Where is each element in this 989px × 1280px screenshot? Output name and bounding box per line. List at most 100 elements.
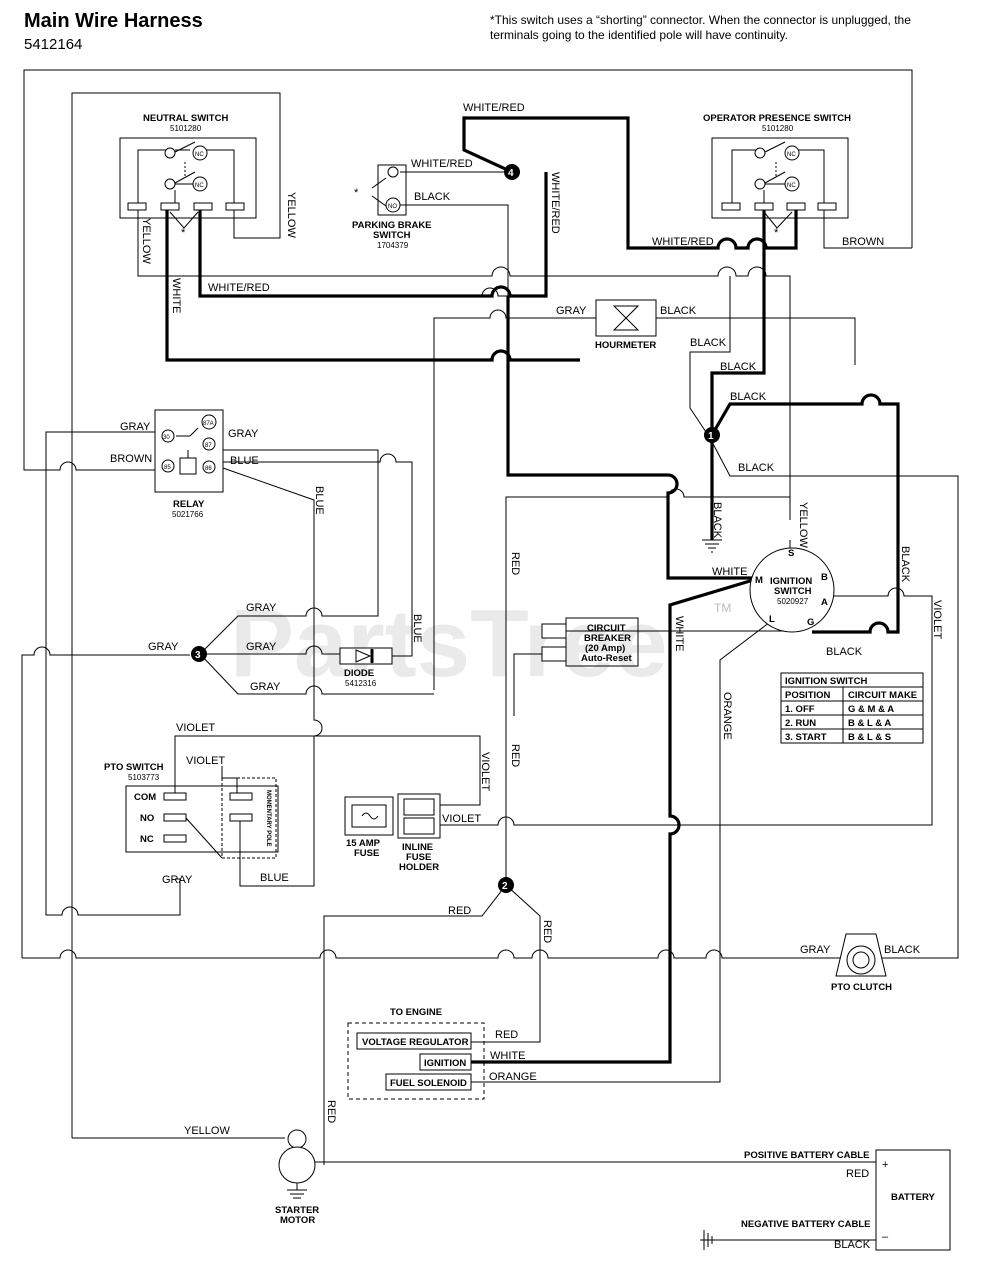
svg-text:RED: RED [325, 1100, 337, 1123]
fuse-15-amp[interactable]: 15 AMP FUSE [344, 796, 394, 859]
diode[interactable]: DIODE 5412316 [339, 647, 393, 688]
svg-text:VIOLET: VIOLET [186, 755, 225, 767]
svg-text:1: 1 [708, 431, 714, 442]
svg-text:VIOLET: VIOLET [176, 722, 215, 734]
splice-2 [498, 877, 514, 893]
pto-switch[interactable]: PTO SWITCH 5103773 COM NO NC MOMENTARY P… [104, 762, 279, 859]
ignition-switch[interactable]: S B M A L G IGNITION SWITCH 5020927 [749, 547, 835, 633]
operator-switch-label: OPERATOR PRESENCE SWITCH [703, 113, 851, 124]
diode-label: DIODE [344, 668, 374, 679]
svg-text:MOTOR: MOTOR [280, 1215, 315, 1226]
svg-text:RED: RED [541, 920, 553, 943]
parking-brake-label-1: PARKING BRAKE [352, 220, 432, 231]
circuit-breaker[interactable]: CIRCUIT BREAKER (20 Amp) Auto-Reset [541, 617, 639, 667]
pto-switch-part: 5103773 [128, 773, 160, 782]
svg-text:5020927: 5020927 [777, 597, 809, 606]
svg-text:Auto-Reset: Auto-Reset [581, 653, 633, 664]
svg-text:RED: RED [448, 905, 471, 917]
svg-text:NEGATIVE BATTERY CABLE: NEGATIVE BATTERY CABLE [741, 1219, 871, 1230]
svg-text:GRAY: GRAY [228, 428, 259, 440]
svg-text:WHITE/RED: WHITE/RED [549, 172, 561, 234]
watermark-tm: TM [714, 601, 731, 615]
svg-text:VIOLET: VIOLET [479, 752, 491, 791]
operator-presence-switch[interactable]: OPERATOR PRESENCE SWITCH 5101280 NC NC * [703, 113, 851, 239]
neutral-switch-part: 5101280 [170, 124, 202, 133]
starter-motor[interactable]: STARTER MOTOR [275, 1129, 319, 1226]
svg-text:POSITIVE BATTERY CABLE: POSITIVE BATTERY CABLE [744, 1150, 869, 1161]
svg-text:(20 Amp): (20 Amp) [585, 643, 625, 654]
svg-text:1. OFF: 1. OFF [785, 704, 815, 715]
svg-text:TO ENGINE: TO ENGINE [390, 1007, 442, 1018]
svg-text:M: M [755, 575, 763, 586]
svg-text:WHITE/RED: WHITE/RED [208, 282, 270, 294]
svg-text:GRAY: GRAY [246, 602, 277, 614]
svg-text:INLINE: INLINE [402, 842, 433, 853]
svg-text:30: 30 [163, 435, 170, 441]
svg-text:BLACK: BLACK [690, 337, 727, 349]
relay[interactable]: 30 87A 87 85 86 RELAY 5021766 [154, 409, 224, 519]
svg-text:BREAKER: BREAKER [584, 633, 631, 644]
svg-text:B: B [821, 572, 828, 583]
svg-text:RED: RED [509, 744, 521, 767]
svg-text:87A: 87A [203, 421, 214, 427]
svg-text:BLACK: BLACK [834, 1239, 871, 1251]
svg-text:FUSE: FUSE [406, 852, 431, 863]
svg-text:B & L & S: B & L & S [848, 732, 891, 743]
svg-text:BLUE: BLUE [313, 486, 325, 515]
neutral-switch[interactable]: NEUTRAL SWITCH 5101280 NC NC * [119, 113, 257, 239]
harness-part-number: 5412164 [24, 36, 83, 53]
svg-text:+: + [882, 1159, 888, 1171]
splice-4 [504, 164, 520, 180]
svg-text:A: A [821, 597, 828, 608]
svg-text:BLACK: BLACK [738, 462, 775, 474]
svg-text:G & M & A: G & M & A [848, 704, 894, 715]
hourmeter[interactable]: HOURMETER [595, 299, 657, 351]
svg-text:WHITE: WHITE [170, 278, 182, 313]
pto-clutch[interactable]: PTO CLUTCH [831, 933, 892, 993]
svg-text:3. START: 3. START [785, 732, 827, 743]
svg-text:G: G [807, 617, 814, 628]
svg-text:COM: COM [134, 792, 156, 803]
svg-text:GRAY: GRAY [556, 305, 587, 317]
svg-text:*: * [181, 227, 186, 239]
svg-text:NC: NC [140, 834, 154, 845]
svg-text:STARTER: STARTER [275, 1205, 319, 1216]
svg-text:BLACK: BLACK [711, 502, 723, 539]
battery[interactable]: + – BATTERY POSITIVE BATTERY CABLE NEGAT… [741, 1149, 951, 1251]
operator-switch-part: 5101280 [762, 124, 794, 133]
svg-text:FUEL SOLENOID: FUEL SOLENOID [390, 1078, 467, 1089]
svg-text:GRAY: GRAY [120, 421, 151, 433]
svg-text:L: L [769, 614, 775, 625]
svg-text:WHITE/RED: WHITE/RED [411, 158, 473, 170]
svg-text:BLACK: BLACK [720, 361, 757, 373]
parking-brake-label-2: SWITCH [373, 230, 411, 241]
svg-text:WHITE: WHITE [712, 566, 747, 578]
svg-text:HOLDER: HOLDER [399, 862, 439, 873]
svg-text:GRAY: GRAY [246, 641, 277, 653]
page-title: Main Wire Harness [24, 10, 203, 32]
svg-text:B & L & A: B & L & A [848, 718, 891, 729]
svg-text:2: 2 [502, 881, 508, 892]
svg-text:87: 87 [205, 443, 212, 449]
engine-connections: TO ENGINE VOLTAGE REGULATOR IGNITION FUE… [347, 1007, 485, 1100]
svg-text:GRAY: GRAY [250, 681, 281, 693]
splice-1 [704, 427, 720, 443]
svg-text:WHITE/RED: WHITE/RED [463, 102, 525, 114]
svg-text:WHITE: WHITE [673, 616, 685, 651]
svg-text:BLACK: BLACK [730, 391, 767, 403]
svg-text:BLUE: BLUE [230, 455, 259, 467]
svg-text:MOMENTARY POLE: MOMENTARY POLE [265, 790, 271, 847]
hourmeter-label: HOURMETER [595, 340, 656, 351]
svg-text:VIOLET: VIOLET [442, 813, 481, 825]
svg-text:NC: NC [787, 183, 796, 189]
svg-text:PTO CLUTCH: PTO CLUTCH [831, 982, 892, 993]
svg-text:POSITION: POSITION [785, 690, 831, 701]
svg-text:GRAY: GRAY [162, 874, 193, 886]
svg-text:ORANGE: ORANGE [721, 692, 733, 740]
svg-text:NC: NC [195, 152, 204, 158]
svg-text:GRAY: GRAY [800, 944, 831, 956]
inline-fuse-holder[interactable]: INLINE FUSE HOLDER [397, 793, 441, 873]
svg-text:BROWN: BROWN [110, 453, 152, 465]
parking-brake-switch[interactable]: NO * PARKING BRAKE SWITCH 1704379 [352, 164, 432, 250]
svg-text:RED: RED [846, 1168, 869, 1180]
